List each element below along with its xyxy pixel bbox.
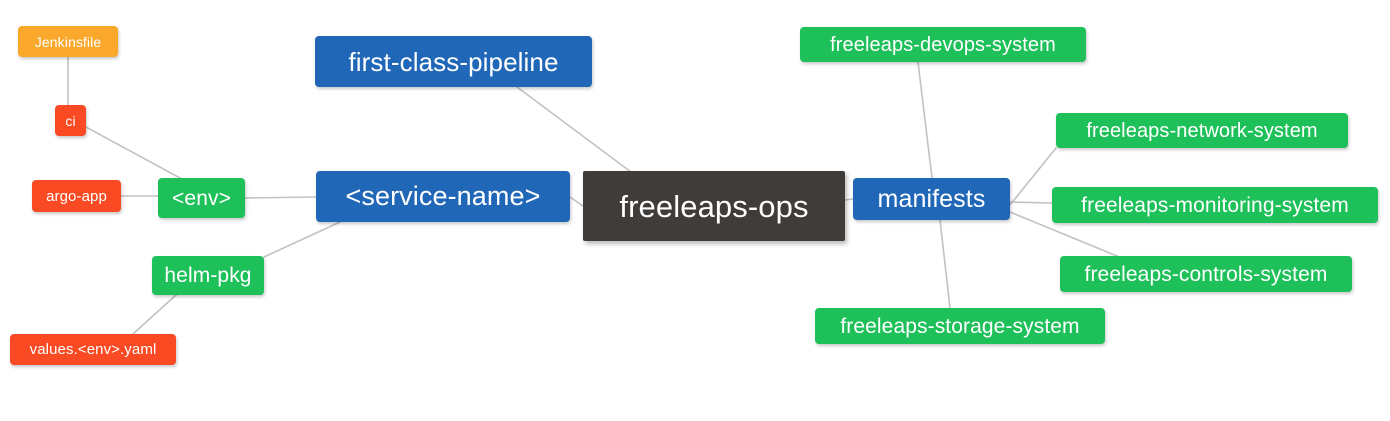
edge-helm-pkg-to-values-yaml xyxy=(132,294,177,335)
node-values-yaml[interactable]: values.<env>.yaml xyxy=(10,334,176,365)
edge-manifests-to-freeleaps-storage-system xyxy=(939,219,951,309)
edge-root-to-manifests xyxy=(844,198,854,201)
edge-root-to-first-class-pipeline xyxy=(516,86,632,173)
edge-service-name-to-env xyxy=(244,196,317,199)
node-label-ci: ci xyxy=(65,112,76,129)
edge-service-name-to-helm-pkg xyxy=(263,221,341,258)
node-label-freeleaps-monitoring-system: freeleaps-monitoring-system xyxy=(1081,193,1349,217)
node-first-class-pipeline[interactable]: first-class-pipeline xyxy=(315,36,592,87)
node-label-freeleaps-devops-system: freeleaps-devops-system xyxy=(830,33,1056,56)
node-label-freeleaps-network-system: freeleaps-network-system xyxy=(1086,119,1318,142)
node-label-manifests: manifests xyxy=(877,184,986,213)
edge-manifests-to-freeleaps-devops-system xyxy=(917,61,933,179)
node-freeleaps-storage-system[interactable]: freeleaps-storage-system xyxy=(815,308,1105,344)
node-label-argo-app: argo-app xyxy=(46,187,107,205)
node-freeleaps-devops-system[interactable]: freeleaps-devops-system xyxy=(800,27,1086,62)
node-freeleaps-network-system[interactable]: freeleaps-network-system xyxy=(1056,113,1348,148)
edge-manifests-to-freeleaps-network-system xyxy=(1009,147,1057,206)
node-manifests[interactable]: manifests xyxy=(853,178,1010,220)
edge-manifests-to-freeleaps-monitoring-system xyxy=(1009,201,1053,204)
node-label-root: freeleaps-ops xyxy=(619,188,809,224)
node-root[interactable]: freeleaps-ops xyxy=(583,171,845,241)
node-label-freeleaps-storage-system: freeleaps-storage-system xyxy=(840,314,1080,338)
node-argo-app[interactable]: argo-app xyxy=(32,180,121,212)
node-freeleaps-monitoring-system[interactable]: freeleaps-monitoring-system xyxy=(1052,187,1378,223)
node-label-helm-pkg: helm-pkg xyxy=(164,264,252,287)
node-label-values-yaml: values.<env>.yaml xyxy=(29,341,157,358)
node-label-freeleaps-controls-system: freeleaps-controls-system xyxy=(1084,262,1328,286)
node-jenkinsfile[interactable]: Jenkinsfile xyxy=(18,26,118,57)
node-label-first-class-pipeline: first-class-pipeline xyxy=(348,46,559,77)
node-service-name[interactable]: <service-name> xyxy=(316,171,570,222)
node-freeleaps-controls-system[interactable]: freeleaps-controls-system xyxy=(1060,256,1352,292)
node-label-env: <env> xyxy=(172,186,231,210)
node-helm-pkg[interactable]: helm-pkg xyxy=(152,256,264,295)
node-env[interactable]: <env> xyxy=(158,178,245,218)
node-ci[interactable]: ci xyxy=(55,105,86,136)
edge-env-to-ci xyxy=(85,126,181,179)
node-label-service-name: <service-name> xyxy=(345,181,541,211)
node-label-jenkinsfile: Jenkinsfile xyxy=(34,33,102,50)
edge-root-to-service-name xyxy=(569,196,584,207)
